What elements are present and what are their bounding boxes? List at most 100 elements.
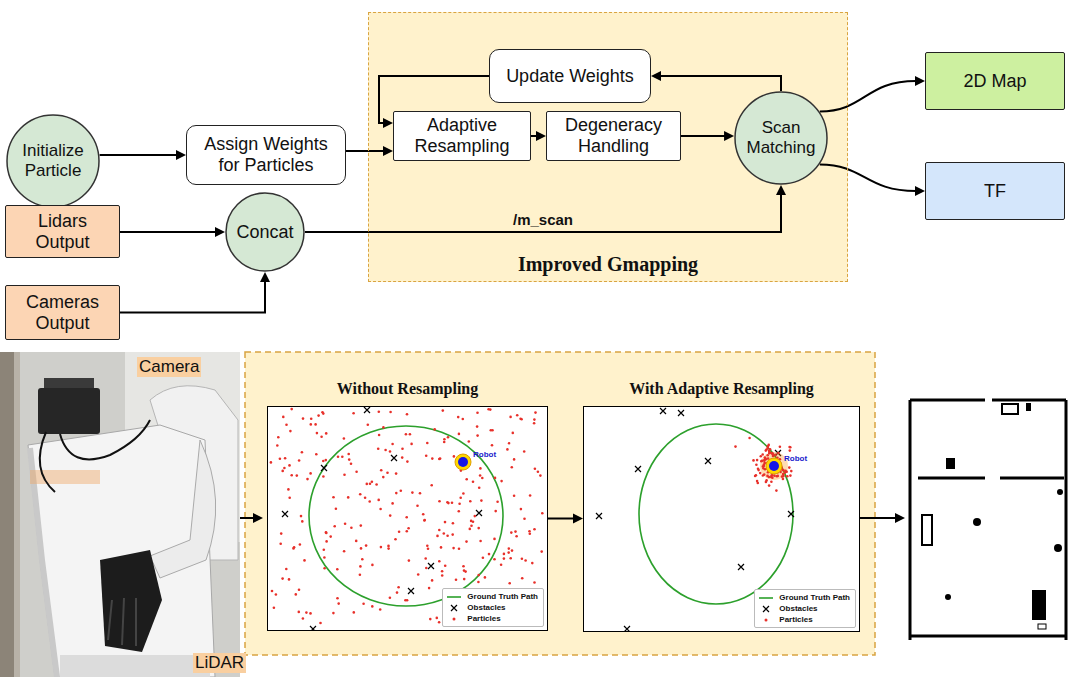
- arrowhead: [573, 514, 583, 524]
- particle: [350, 527, 353, 530]
- particle: [476, 412, 479, 415]
- flow-arrow-part: [860, 517, 896, 519]
- particle: [457, 416, 460, 419]
- legend-row: Ground Truth Path: [758, 592, 850, 603]
- robot-ring: [766, 458, 782, 474]
- particle: [366, 483, 369, 486]
- particle: [424, 557, 427, 560]
- particle: [474, 515, 477, 518]
- output-box: 2D Map: [925, 52, 1065, 110]
- legend-text: Particles: [779, 615, 812, 624]
- particle: [519, 418, 522, 421]
- particle: [341, 455, 344, 458]
- particle: [776, 475, 779, 478]
- particle: [271, 590, 274, 593]
- particle: [431, 457, 434, 460]
- particle: [336, 568, 339, 571]
- particle: [479, 540, 482, 543]
- particle: [325, 459, 328, 462]
- obstacle-mark: [678, 410, 684, 416]
- particle: [439, 457, 442, 460]
- particle: [298, 611, 301, 614]
- connector: [100, 150, 186, 160]
- arrowhead: [915, 186, 925, 196]
- particle: [487, 408, 490, 411]
- particle: [524, 559, 527, 562]
- legend-sample: [446, 604, 462, 612]
- particle: [510, 531, 513, 534]
- occupancy-map-part: [946, 458, 955, 469]
- process-circle: Concat: [225, 192, 305, 272]
- particle: [441, 574, 444, 577]
- particle: [447, 502, 450, 505]
- particle: [273, 606, 276, 609]
- process-box: Update Weights: [489, 49, 651, 103]
- particle: [429, 618, 432, 621]
- particle: [422, 513, 425, 516]
- arrowhead: [651, 71, 661, 81]
- particle: [404, 599, 407, 602]
- particle: [391, 443, 394, 446]
- particle: [534, 468, 537, 471]
- particle: [400, 490, 403, 493]
- particle: [786, 475, 789, 478]
- robot-photo-part: [14, 352, 20, 677]
- particle: [353, 611, 356, 614]
- particle: [534, 411, 537, 414]
- particle: [480, 499, 483, 502]
- particle: [406, 530, 409, 533]
- particle: [380, 546, 383, 549]
- particle: [452, 547, 455, 550]
- particle: [389, 450, 392, 453]
- node-label: Lidars Output: [21, 211, 105, 252]
- particle: [382, 426, 385, 429]
- node-label: Update Weights: [506, 66, 634, 87]
- particle: [367, 423, 370, 426]
- legend-cross: [763, 606, 769, 612]
- particle: [305, 611, 308, 614]
- particle: [417, 573, 420, 576]
- process-box: Assign Weights for Particles: [186, 125, 346, 185]
- particle: [384, 449, 387, 452]
- particle: [306, 478, 309, 481]
- particle: [451, 533, 454, 536]
- particle: [472, 521, 475, 524]
- occupancy-map-part: [922, 515, 932, 545]
- particle: [397, 586, 400, 589]
- particle: [316, 432, 319, 435]
- connector-line: [120, 231, 216, 233]
- node-label: 2D Map: [963, 71, 1026, 92]
- particle: [462, 565, 465, 568]
- particle: [281, 577, 284, 580]
- connector: [120, 272, 270, 313]
- particle: [463, 578, 466, 581]
- particle: [382, 476, 385, 479]
- particle: [533, 528, 536, 531]
- legend-row: Obstacles: [758, 603, 850, 614]
- particle: [285, 423, 288, 426]
- particle: [442, 409, 445, 412]
- particle: [509, 557, 512, 560]
- particle: [493, 538, 496, 541]
- particle: [408, 559, 411, 562]
- obstacle-mark: [364, 407, 370, 413]
- node-label: Scan Matching: [743, 118, 819, 157]
- legend-sample: [446, 615, 462, 623]
- particle: [452, 522, 455, 525]
- particle: [777, 475, 780, 478]
- particle: [425, 454, 428, 457]
- particle: [416, 505, 419, 508]
- particle: [377, 499, 380, 502]
- particle: [355, 540, 358, 543]
- particle: [386, 472, 389, 475]
- particle: [484, 576, 487, 579]
- particle: [482, 556, 485, 559]
- legend-row: Particles: [758, 614, 850, 625]
- legend-text: Particles: [467, 614, 500, 623]
- flow-arrow-part: [253, 513, 263, 523]
- occupancy-map-part: [1032, 590, 1046, 620]
- particle: [343, 550, 346, 553]
- particle: [760, 455, 763, 458]
- particle: [516, 414, 519, 417]
- particle: [766, 454, 769, 457]
